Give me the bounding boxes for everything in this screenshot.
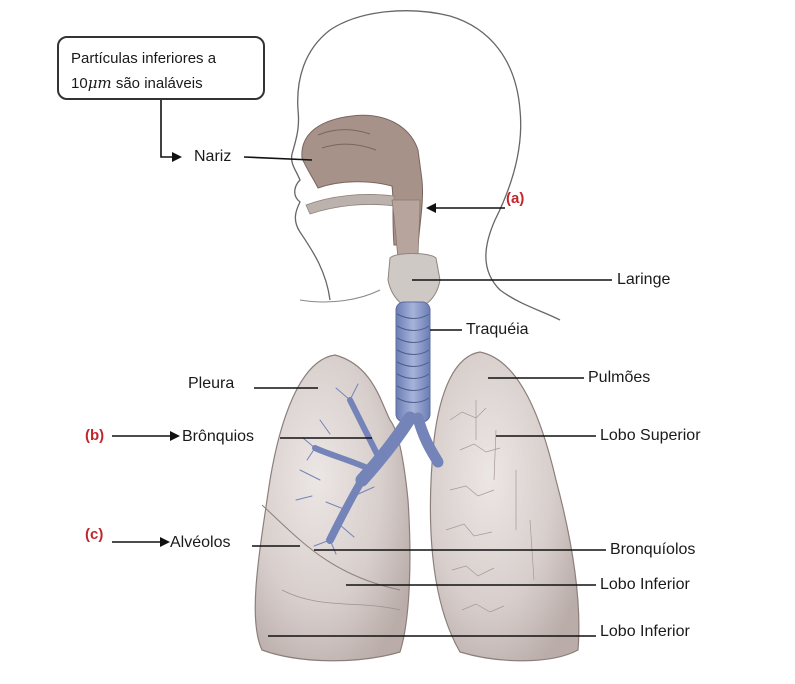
marker-a: (a) bbox=[506, 191, 524, 206]
label-laringe: Laringe bbox=[617, 272, 670, 288]
note-size: 10 bbox=[71, 75, 88, 92]
left-lung bbox=[255, 355, 410, 661]
note-unit: μm bbox=[88, 74, 112, 92]
note-line-2: 10μm são inaláveis bbox=[71, 71, 251, 96]
note-line-2-rest: são inaláveis bbox=[116, 75, 203, 92]
marker-b: (b) bbox=[85, 428, 104, 443]
label-lobo-inferior-1: Lobo Inferior bbox=[600, 577, 690, 593]
particle-size-note: Partículas inferiores a 10μm são inaláve… bbox=[57, 36, 265, 100]
right-lung bbox=[430, 352, 578, 661]
label-bronquiolos: Bronquíolos bbox=[610, 542, 695, 558]
label-pleura: Pleura bbox=[188, 376, 234, 392]
palate bbox=[306, 194, 394, 214]
label-lobo-superior: Lobo Superior bbox=[600, 428, 701, 444]
larynx bbox=[388, 254, 440, 305]
pharynx bbox=[392, 200, 420, 262]
label-traqueia: Traquéia bbox=[466, 322, 529, 338]
label-bronquios: Brônquios bbox=[182, 429, 254, 445]
note-line-1: Partículas inferiores a bbox=[71, 47, 251, 71]
trachea bbox=[396, 302, 430, 422]
note-leader-arrow bbox=[161, 100, 180, 157]
neck-front bbox=[300, 290, 380, 302]
label-nariz: Nariz bbox=[194, 149, 231, 165]
label-pulmoes: Pulmões bbox=[588, 370, 650, 386]
label-lobo-inferior-2: Lobo Inferior bbox=[600, 624, 690, 640]
label-alveolos: Alvéolos bbox=[170, 535, 230, 551]
marker-c: (c) bbox=[85, 527, 103, 542]
